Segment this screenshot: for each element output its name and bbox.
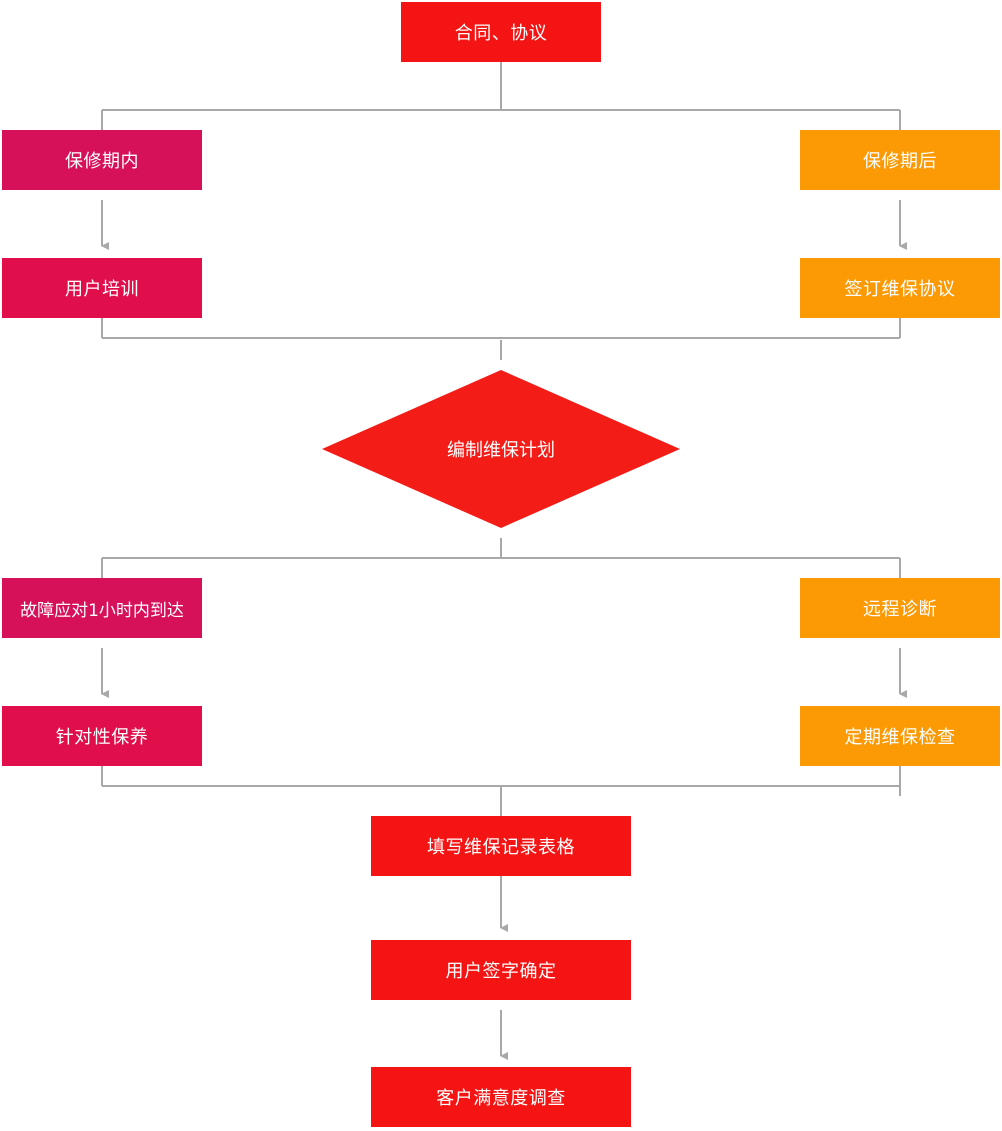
node-plan-label: 编制维保计划 bbox=[447, 440, 555, 461]
node-fault-response: 故障应对1小时内到达 bbox=[2, 578, 202, 638]
node-contract-label: 合同、协议 bbox=[454, 23, 548, 44]
node-in-warranty: 保修期内 bbox=[2, 130, 202, 190]
node-sign-agreement-label: 签订维保协议 bbox=[844, 279, 956, 300]
node-fault-response-label: 故障应对1小时内到达 bbox=[20, 600, 184, 621]
plan-diamond-shape bbox=[322, 370, 680, 528]
node-periodic-check: 定期维保检查 bbox=[800, 706, 1000, 766]
node-after-warranty: 保修期后 bbox=[800, 130, 1000, 190]
node-fill-record-label: 填写维保记录表格 bbox=[427, 837, 575, 858]
node-user-sign: 用户签字确定 bbox=[371, 940, 631, 1000]
node-remote-diagnosis-label: 远程诊断 bbox=[863, 599, 937, 620]
node-plan: 编制维保计划 bbox=[322, 370, 680, 528]
node-targeted-maintenance: 针对性保养 bbox=[2, 706, 202, 766]
node-fill-record: 填写维保记录表格 bbox=[371, 816, 631, 876]
node-targeted-maintenance-label: 针对性保养 bbox=[55, 727, 149, 748]
node-user-sign-label: 用户签字确定 bbox=[445, 961, 557, 982]
node-user-training: 用户培训 bbox=[2, 258, 202, 318]
node-in-warranty-label: 保修期内 bbox=[65, 151, 139, 172]
node-satisfaction-survey: 客户满意度调查 bbox=[371, 1067, 631, 1127]
node-satisfaction-survey-label: 客户满意度调查 bbox=[436, 1088, 566, 1109]
node-contract: 合同、协议 bbox=[401, 2, 601, 62]
node-remote-diagnosis: 远程诊断 bbox=[800, 578, 1000, 638]
node-periodic-check-label: 定期维保检查 bbox=[844, 727, 956, 748]
node-sign-agreement: 签订维保协议 bbox=[800, 258, 1000, 318]
node-user-training-label: 用户培训 bbox=[65, 279, 139, 300]
node-after-warranty-label: 保修期后 bbox=[863, 151, 937, 172]
